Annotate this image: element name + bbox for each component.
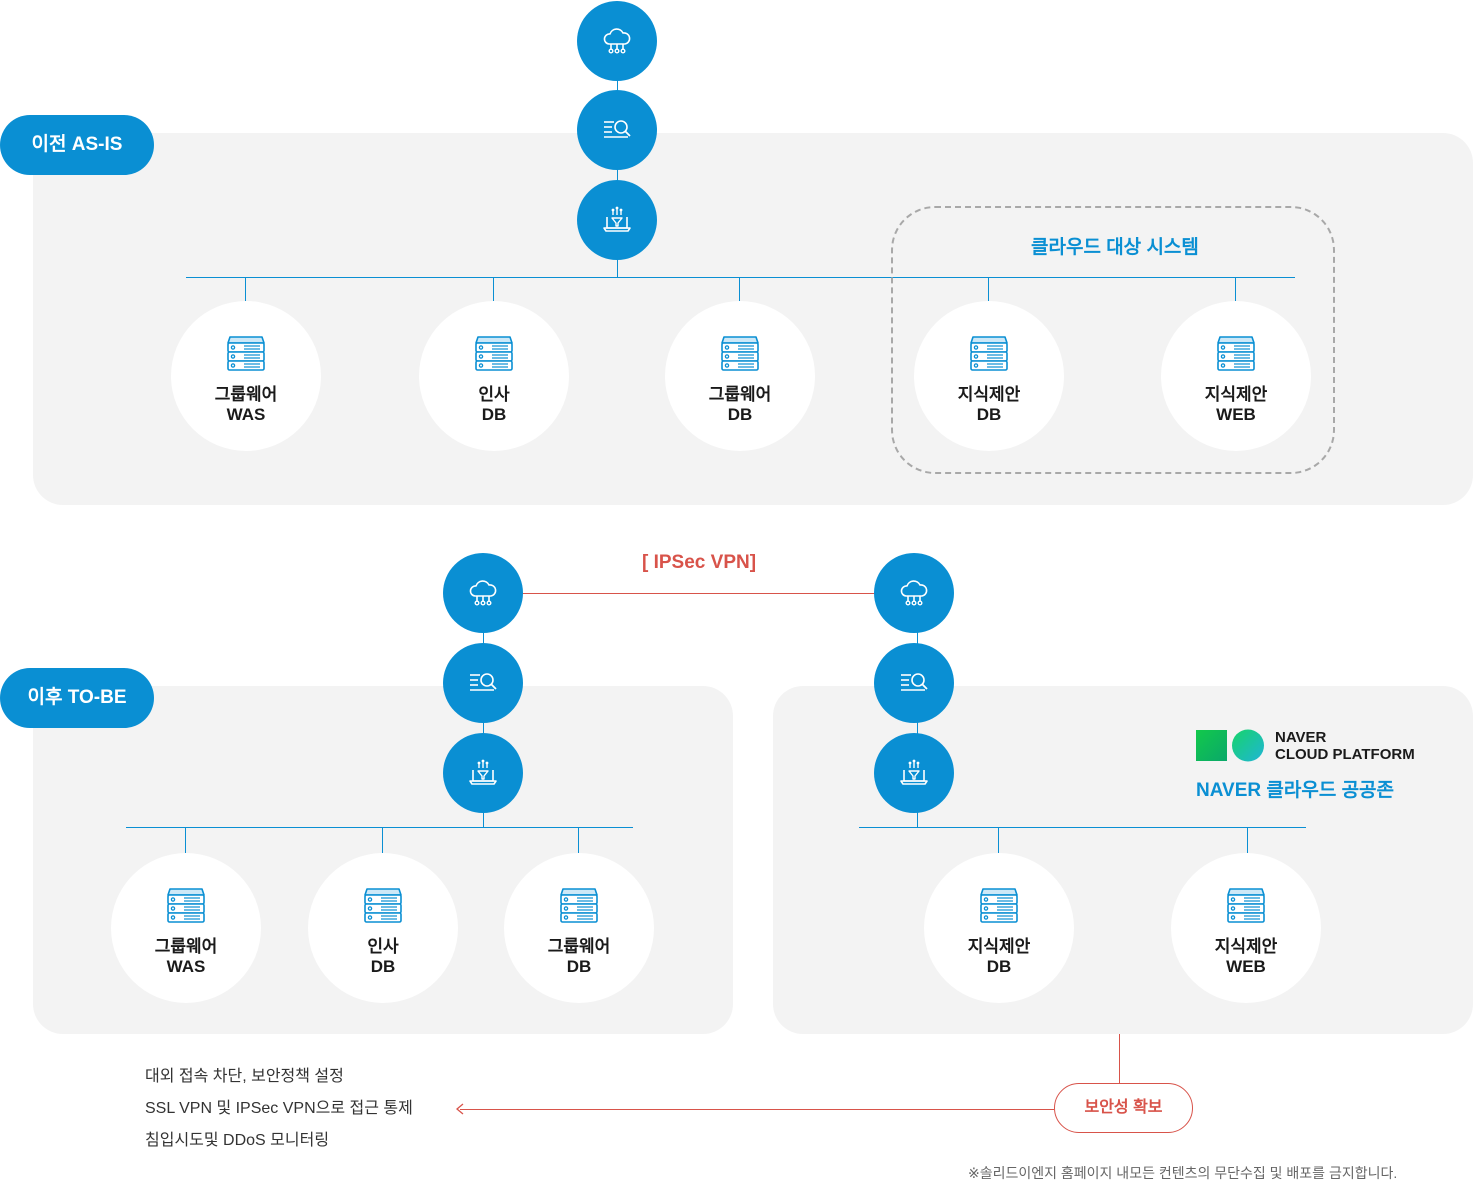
tobe-left-drop-3 <box>578 827 579 853</box>
naver-zone-label: NAVER 클라우드 공공존 <box>1196 780 1395 801</box>
tobe-left-cloud-node <box>443 553 523 633</box>
naver-logo-line2: CLOUD PLATFORM <box>1275 746 1415 763</box>
server-name: 지식제안 <box>1214 937 1278 956</box>
server-rack-icon <box>472 333 516 375</box>
server-name: 지식제안 <box>1204 385 1268 404</box>
ipsec-vpn-link <box>522 593 875 594</box>
asis-cloud-node <box>577 1 657 81</box>
tobe-right-monitor-node <box>874 643 954 723</box>
server-rack-icon <box>718 333 762 375</box>
tobe-left-firewall-node <box>443 733 523 813</box>
asis-label: 이전 AS-IS <box>0 115 154 175</box>
asis-firewall-node <box>577 180 657 260</box>
asis-drop-4 <box>988 277 989 301</box>
server-type: DB <box>986 957 1012 976</box>
server-rack-icon <box>967 333 1011 375</box>
server-type: WAS <box>166 957 206 976</box>
cloud-network-icon <box>466 576 500 610</box>
asis-drop-5 <box>1235 277 1236 301</box>
naver-cloud-logo-text: NAVER CLOUD PLATFORM <box>1275 729 1415 763</box>
server-name: 인사 <box>478 385 510 404</box>
security-notes: 대외 접속 차단, 보안정책 설정 SSL VPN 및 IPSec VPN으로 … <box>145 1061 413 1157</box>
naver-logo-line1: NAVER <box>1275 729 1327 746</box>
security-connector <box>1119 1034 1120 1084</box>
server-rack-icon <box>557 885 601 927</box>
search-list-icon <box>466 666 500 700</box>
tobe-left-drop-1 <box>185 827 186 853</box>
ipsec-vpn-label: [ IPSec VPN] <box>642 552 757 573</box>
tobe-right-firewall-node <box>874 733 954 813</box>
cloud-target-label: 클라우드 대상 시스템 <box>1031 237 1199 258</box>
tobe-right-drop-1 <box>998 827 999 853</box>
tobe-right-cloud-node <box>874 553 954 633</box>
server-type: DB <box>976 405 1002 424</box>
cloud-target-group <box>891 206 1335 474</box>
tobe-left-monitor-node <box>443 643 523 723</box>
security-note-1: 대외 접속 차단, 보안정책 설정 <box>145 1068 344 1085</box>
security-note-3: 침입시도및 DDoS 모니터링 <box>145 1132 330 1149</box>
cloud-network-icon <box>600 24 634 58</box>
server-rack-icon <box>224 333 268 375</box>
search-list-icon <box>897 666 931 700</box>
server-type: DB <box>481 405 507 424</box>
server-type: WEB <box>1226 957 1266 976</box>
copyright-notice: ※솔리드이엔지 홈페이지 내모든 컨텐츠의 무단수집 및 배포를 금지합니다. <box>968 1165 1398 1181</box>
tobe-right-drop-2 <box>1247 827 1248 853</box>
naver-cloud-logo <box>1196 729 1264 762</box>
security-arrow-line <box>460 1109 1054 1110</box>
server-name: 그룹웨어 <box>547 937 611 956</box>
cloud-network-icon <box>897 576 931 610</box>
asis-drop-1 <box>245 277 246 301</box>
server-type: WEB <box>1216 405 1256 424</box>
asis-trunk-line <box>617 80 618 278</box>
laptop-filter-icon <box>466 756 500 790</box>
server-type: DB <box>727 405 753 424</box>
server-name: 지식제안 <box>967 937 1031 956</box>
server-name: 그룹웨어 <box>708 385 772 404</box>
server-name: 그룹웨어 <box>154 937 218 956</box>
server-name: 지식제안 <box>957 385 1021 404</box>
asis-drop-3 <box>739 277 740 301</box>
tobe-left-trunk <box>483 632 484 828</box>
search-list-icon <box>600 113 634 147</box>
laptop-filter-icon <box>897 756 931 790</box>
tobe-left-bus <box>126 827 633 828</box>
server-rack-icon <box>164 885 208 927</box>
arrow-left-icon <box>455 1103 464 1115</box>
laptop-filter-icon <box>600 203 634 237</box>
tobe-right-bus <box>859 827 1306 828</box>
server-rack-icon <box>1224 885 1268 927</box>
server-name: 인사 <box>367 937 399 956</box>
server-rack-icon <box>361 885 405 927</box>
server-rack-icon <box>1214 333 1258 375</box>
tobe-right-trunk <box>917 632 918 828</box>
tobe-left-drop-2 <box>382 827 383 853</box>
server-name: 그룹웨어 <box>214 385 278 404</box>
server-type: DB <box>370 957 396 976</box>
asis-bus-line <box>186 277 1295 278</box>
security-badge: 보안성 확보 <box>1054 1083 1193 1133</box>
asis-monitor-node <box>577 90 657 170</box>
tobe-label: 이후 TO-BE <box>0 668 154 728</box>
asis-drop-2 <box>493 277 494 301</box>
server-rack-icon <box>977 885 1021 927</box>
server-type: WAS <box>226 405 266 424</box>
security-note-2: SSL VPN 및 IPSec VPN으로 접근 통제 <box>145 1100 413 1117</box>
server-type: DB <box>566 957 592 976</box>
